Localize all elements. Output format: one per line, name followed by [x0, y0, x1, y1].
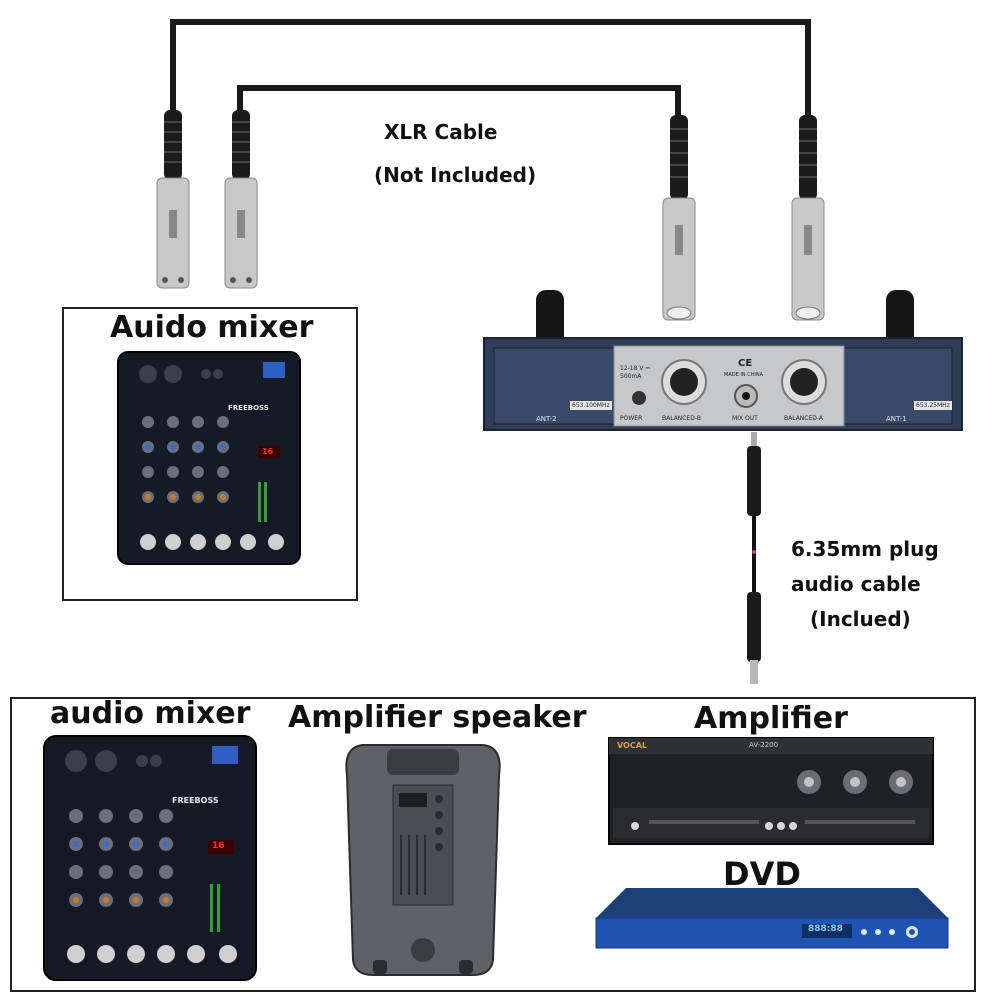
- amplifier-model: AV-2200: [749, 741, 779, 749]
- ant-2-label: ANT-2: [536, 415, 557, 423]
- amplifier-brand: VOCAL: [617, 741, 648, 750]
- xlr-cable-label: XLR Cable: [384, 120, 498, 144]
- xlr-female-plug-1: [662, 115, 696, 321]
- mixer-brand-top: FREEBOSS: [228, 404, 269, 412]
- ant-1-label: ANT-1: [886, 415, 907, 423]
- amplifier-image: VOCAL AV-2200: [608, 737, 934, 848]
- audio-mixer-image-top: FREEBOSS 16: [117, 351, 301, 565]
- ce-mark: CE: [738, 358, 753, 369]
- frequency-left: 653.100MHz: [570, 401, 612, 410]
- bottom-mixer-title: audio mixer: [50, 696, 251, 731]
- amplifier-speaker-image: [345, 744, 501, 976]
- amplifier-speaker-title: Amplifier speaker: [288, 700, 587, 735]
- xlr-cable-diagram: [170, 19, 811, 125]
- dvd-player-image: 888:88: [595, 888, 949, 952]
- frequency-right: 653.25MHz: [914, 401, 952, 410]
- mixer-display-bottom: 16: [212, 841, 225, 851]
- dvd-display: 888:88: [808, 924, 843, 934]
- jack-cable-label-line3: (Inclued): [810, 607, 911, 631]
- power-spec: 12-18 V ⎓ 500mA: [620, 365, 651, 380]
- port-balanced-a: BALANCED-A: [784, 415, 824, 422]
- jack-cable-label-line1: 6.35mm plug: [791, 537, 939, 561]
- jack-cable-label-line2: audio cable: [791, 572, 921, 596]
- port-power: POWER: [620, 415, 643, 422]
- xlr-cable-note: (Not Included): [374, 163, 537, 187]
- xlr-male-plug-2: [224, 110, 258, 289]
- port-balanced-b: BALANCED-B: [662, 415, 701, 422]
- made-in-label: MADE IN CHINA: [724, 372, 764, 378]
- port-mix-out: MIX OUT: [732, 415, 758, 422]
- jack-cable: [747, 432, 761, 684]
- amplifier-title: Amplifier: [694, 701, 848, 736]
- xlr-male-plug-1: [156, 110, 190, 289]
- xlr-female-plug-2: [791, 115, 825, 321]
- audio-mixer-image-bottom: FREEBOSS 16: [43, 735, 257, 981]
- mixer-brand-bottom: FREEBOSS: [172, 796, 219, 805]
- top-mixer-box: [62, 307, 358, 601]
- dvd-title: DVD: [723, 855, 801, 893]
- mixer-display-top: 16: [262, 447, 274, 456]
- top-mixer-title: Auido mixer: [110, 310, 314, 345]
- wireless-receiver: ANT-2 ANT-1 653.100MHz 653.25MHz 12-18 V…: [483, 290, 963, 432]
- bottom-panel: [10, 697, 976, 992]
